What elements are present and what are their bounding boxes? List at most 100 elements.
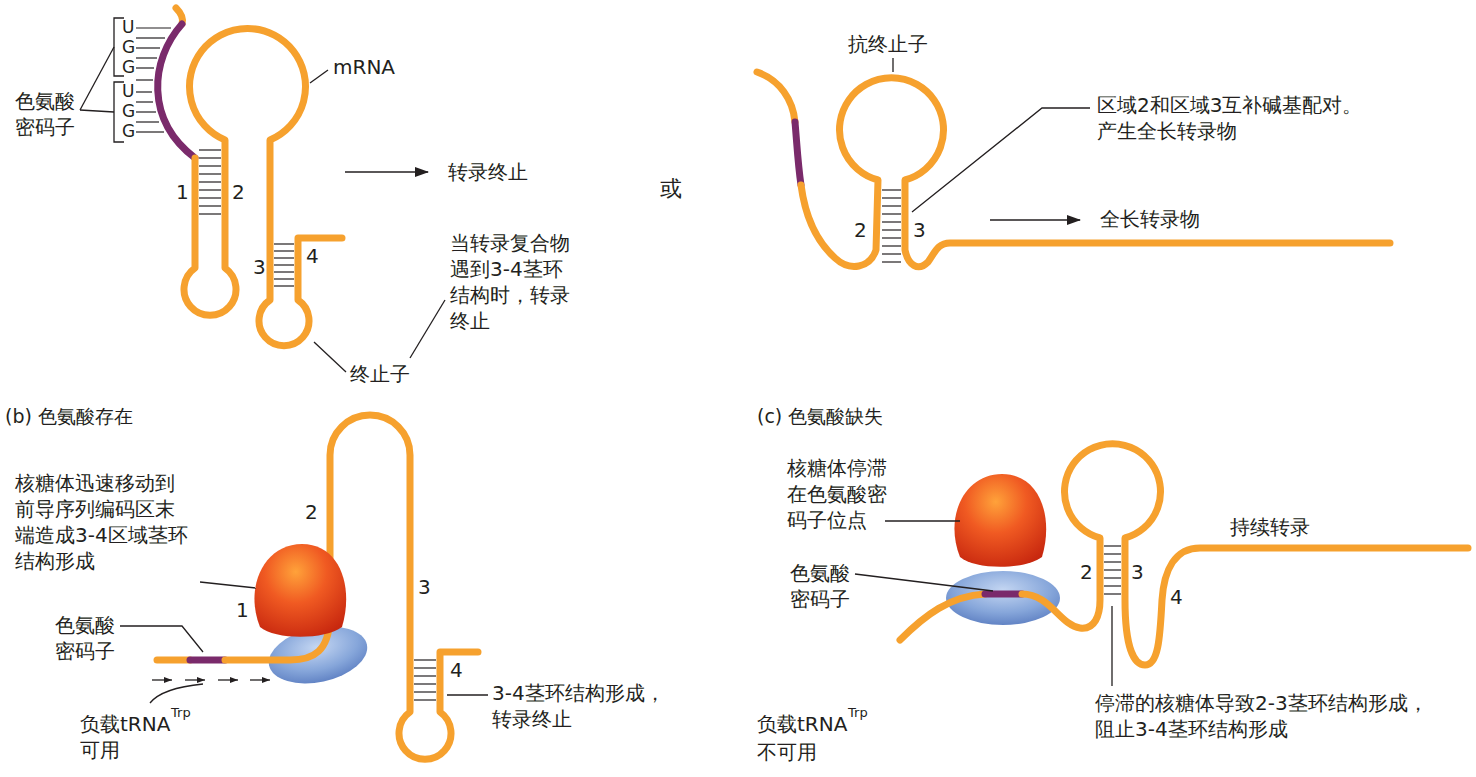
base-pair-rung xyxy=(882,253,901,254)
base-pair-rung xyxy=(199,149,221,150)
note-text: 核糖体停滞 在色氨酸密 码子位点 xyxy=(787,455,887,533)
base-pair-rung xyxy=(274,250,294,251)
base-pair-rung xyxy=(414,675,436,676)
region-number: 3 xyxy=(253,255,266,279)
base-pair-rung xyxy=(199,157,221,158)
base-pair-rung xyxy=(274,285,294,286)
base-pair-rung xyxy=(199,213,221,214)
text-line: 3-4茎环结构形成， xyxy=(492,680,665,706)
text-line: 色氨酸 xyxy=(790,560,850,586)
text-line: 产生全长转录物 xyxy=(1097,118,1362,144)
base-pair-rung xyxy=(414,683,436,684)
base-pair-rung xyxy=(882,213,901,214)
region-number: 4 xyxy=(306,244,319,268)
trna-superscript: Trp xyxy=(171,705,191,721)
mrna-strand xyxy=(225,415,478,759)
base-pair-rung xyxy=(274,271,294,272)
base-pair-rung xyxy=(882,197,901,198)
text-line: 密码子 xyxy=(15,114,75,140)
codon-base: G xyxy=(122,101,135,121)
codon-base: U xyxy=(122,17,134,37)
mrna-strand xyxy=(1022,444,1468,665)
text-line: 核糖体停滞 xyxy=(787,455,887,481)
mrna-strand xyxy=(801,78,1390,267)
terminator-label: 终止子 xyxy=(350,362,410,386)
region-number: 1 xyxy=(236,598,249,622)
result-label: 全长转录物 xyxy=(1100,207,1200,231)
trna-label: 负载tRNA xyxy=(757,712,847,736)
base-pair-rung xyxy=(882,261,901,262)
text-line: 色氨酸 xyxy=(15,88,75,114)
region-number: 3 xyxy=(1131,560,1144,584)
result-arrow xyxy=(990,219,1080,221)
text-line: 遇到3-4茎环 xyxy=(450,256,570,282)
mrna-strand xyxy=(184,29,342,346)
base-pair-rung xyxy=(414,691,436,692)
region-number: 1 xyxy=(176,180,189,204)
base-pair-rung xyxy=(1104,569,1121,570)
text-line: 停滞的核糖体导致2-3茎环结构形成， xyxy=(1095,690,1428,716)
panel-title: (c) 色氨酸缺失 xyxy=(757,405,883,428)
base-pair-rung xyxy=(414,667,436,668)
region-number: 2 xyxy=(305,500,318,524)
trna-label: 可用 xyxy=(80,738,120,762)
trna-label: 不可用 xyxy=(757,740,817,764)
codon-label: 色氨酸 密码子 xyxy=(15,88,75,140)
result-label: 持续转录 xyxy=(1230,515,1310,539)
base-pair-rung xyxy=(1104,577,1121,578)
region-number: 2 xyxy=(232,180,245,204)
text-line: 端造成3-4区域茎环 xyxy=(15,522,188,548)
text-line: 密码子 xyxy=(790,586,850,612)
region-number: 3 xyxy=(913,218,926,242)
text-line: 在色氨酸密 xyxy=(787,481,887,507)
base-pair-rung xyxy=(199,205,221,206)
base-pair-rung xyxy=(414,659,436,660)
region-number: 4 xyxy=(1170,585,1183,609)
text-line: 当转录复合物 xyxy=(450,230,570,256)
trna-superscript: Trp xyxy=(848,705,868,721)
base-pair-rung xyxy=(1104,545,1121,546)
base-pair-rung xyxy=(882,245,901,246)
large-ribosome-subunit xyxy=(954,474,1046,567)
text-line: 色氨酸 xyxy=(55,612,115,638)
note-text: 核糖体迅速移动到 前导序列编码区末 端造成3-4区域茎环 结构形成 xyxy=(15,470,188,574)
text-line: 结构时，转录 xyxy=(450,282,570,308)
trp-codon-segment xyxy=(985,591,1022,598)
mrna-strand xyxy=(900,594,985,640)
codon-base: G xyxy=(122,57,135,77)
trna-label: 负载tRNA xyxy=(80,712,170,736)
note-text: 停滞的核糖体导致2-3茎环结构形成， 阻止3-4茎环结构形成 xyxy=(1095,690,1428,742)
note-text: 3-4茎环结构形成， 转录终止 xyxy=(492,680,665,732)
base-pair-rungs xyxy=(199,150,1121,700)
large-ribosome-subunit xyxy=(254,544,346,637)
antiterminator-label: 抗终止子 xyxy=(848,32,928,56)
base-pair-rung xyxy=(1104,553,1121,554)
ribosome-motion-arrow xyxy=(152,679,270,680)
codon-label: 色氨酸 密码子 xyxy=(55,612,115,664)
leader-line xyxy=(120,582,488,703)
base-pair-rung xyxy=(1104,585,1121,586)
leader-line xyxy=(855,521,1112,686)
region-number: 2 xyxy=(1080,560,1093,584)
panel-title: (b) 色氨酸存在 xyxy=(5,405,133,428)
base-pair-rung xyxy=(882,189,901,190)
region-number: 4 xyxy=(450,658,463,682)
codon-bracket xyxy=(80,18,124,142)
codon-label: 色氨酸 密码子 xyxy=(790,560,850,612)
text-line: 阻止3-4茎环结构形成 xyxy=(1095,716,1428,742)
result-arrow xyxy=(345,171,428,173)
text-line: 核糖体迅速移动到 xyxy=(15,470,188,496)
base-pair-rung xyxy=(274,257,294,258)
mrna-strand xyxy=(757,72,795,122)
base-pair-rung xyxy=(882,221,901,222)
codon-base: G xyxy=(122,37,135,57)
text-line: 转录终止 xyxy=(492,706,665,732)
base-pair-rung xyxy=(274,278,294,279)
leader-line xyxy=(893,58,1090,212)
mrna-label: mRNA xyxy=(333,55,395,79)
base-pair-rung xyxy=(199,189,221,190)
text-line: 码子位点 xyxy=(787,507,887,533)
trp-codon-segment xyxy=(795,122,801,185)
text-line: 终止 xyxy=(450,308,570,334)
